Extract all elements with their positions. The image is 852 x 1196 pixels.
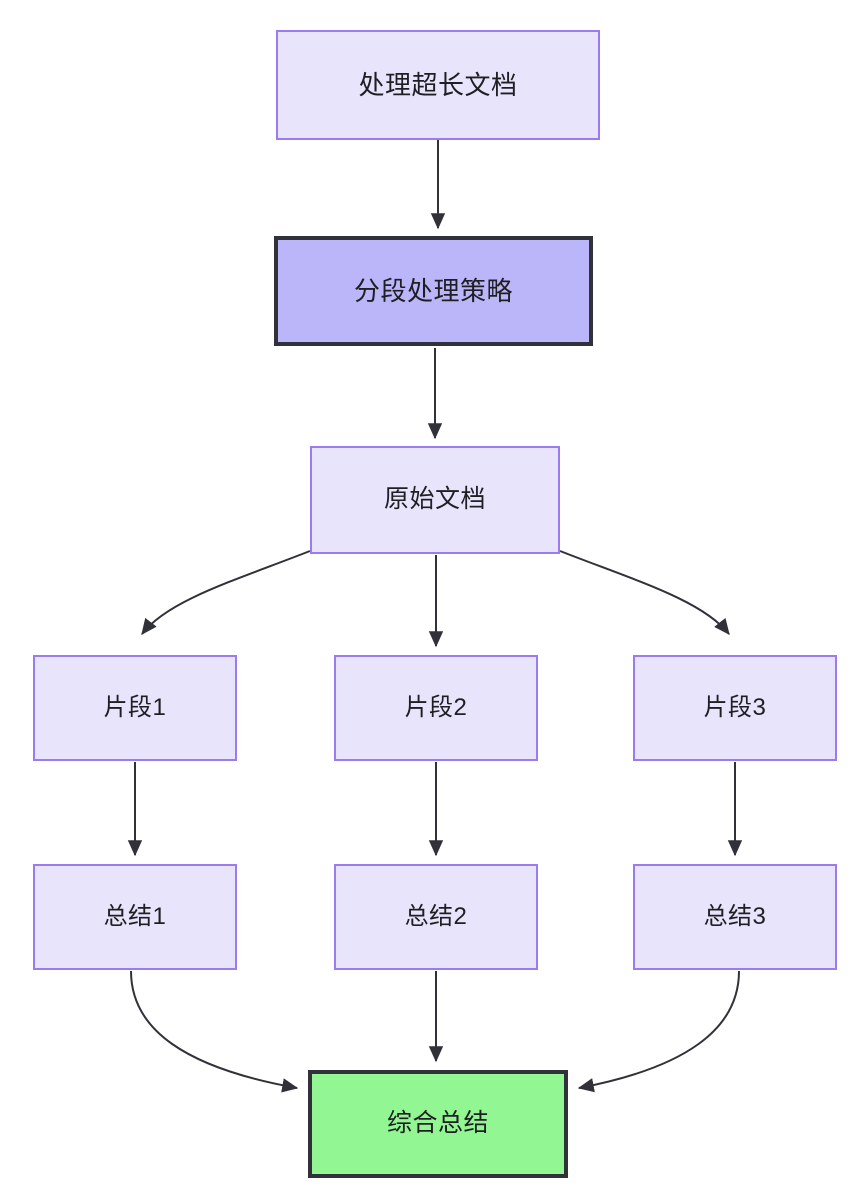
- node-label: 总结1: [103, 903, 167, 930]
- node-label: 总结2: [404, 903, 468, 930]
- node-source-document[interactable]: 原始文档: [310, 446, 560, 554]
- node-label: 综合总结: [386, 1109, 489, 1138]
- node-chunking-strategy[interactable]: 分段处理策略: [274, 236, 593, 346]
- node-label: 总结3: [703, 903, 767, 930]
- edge-source-to-chunk1: [141, 550, 311, 635]
- node-label: 片段1: [103, 694, 167, 721]
- node-label: 原始文档: [383, 485, 486, 514]
- edge-summary3-to-final: [577, 970, 740, 1093]
- node-chunk-3[interactable]: 片段3: [633, 655, 837, 761]
- node-summary-2[interactable]: 总结2: [334, 864, 538, 970]
- node-summary-1[interactable]: 总结1: [33, 864, 237, 970]
- node-combined-summary[interactable]: 综合总结: [308, 1070, 568, 1178]
- edge-summary1-to-final: [130, 970, 299, 1093]
- node-label: 片段2: [404, 694, 468, 721]
- edge-source-to-chunk3: [559, 550, 730, 635]
- node-process-long-document[interactable]: 处理超长文档: [276, 30, 600, 140]
- node-chunk-1[interactable]: 片段1: [33, 655, 237, 761]
- node-label: 分段处理策略: [353, 275, 513, 306]
- node-chunk-2[interactable]: 片段2: [334, 655, 538, 761]
- node-label: 片段3: [703, 694, 767, 721]
- node-summary-3[interactable]: 总结3: [633, 864, 837, 970]
- node-label: 处理超长文档: [358, 69, 518, 100]
